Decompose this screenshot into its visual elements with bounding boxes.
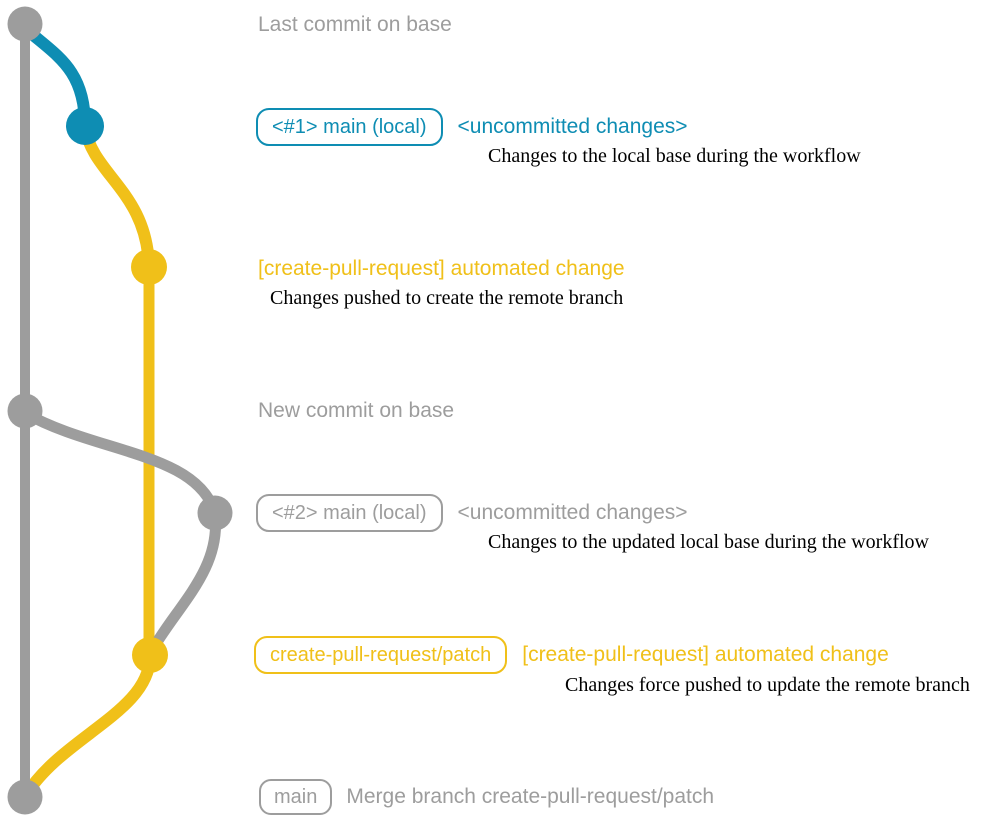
commit-message-uncommitted-2: <uncommitted changes> (457, 501, 688, 524)
description-uncommitted-2: Changes to the updated local base during… (488, 531, 929, 553)
merge-curve (20, 651, 156, 801)
commit-message-automated-1: [create-pull-request] automated change (258, 257, 625, 280)
annotation-uncommitted-1: <#1> main (local) <uncommitted changes> (256, 108, 688, 146)
label-new-commit-on-base: New commit on base (258, 399, 455, 422)
commit-dot-automated-change-1 (131, 249, 167, 285)
branch-badge-patch: create-pull-request/patch (254, 636, 508, 674)
force-push-curve (145, 509, 222, 658)
patch-branch-create-curve (79, 122, 155, 273)
annotation-merge: main Merge branch create-pull-request/pa… (259, 779, 714, 815)
commit-dot-last-base (7, 6, 43, 42)
label-last-commit-on-base: Last commit on base (258, 13, 452, 36)
commit-dot-uncommitted-2 (197, 495, 233, 531)
commit-message-automated-2: [create-pull-request] automated change (522, 643, 889, 666)
annotation-automated-2: create-pull-request/patch [create-pull-r… (254, 636, 889, 674)
uncommitted-changes-curve-2 (19, 407, 221, 519)
description-automated-2: Changes force pushed to update the remot… (565, 674, 970, 696)
annotation-uncommitted-2: <#2> main (local) <uncommitted changes> (256, 494, 688, 532)
branch-badge-main-local-1: <#1> main (local) (256, 108, 443, 146)
commit-dot-uncommitted-1 (66, 107, 104, 145)
commit-dot-automated-change-2 (132, 637, 168, 673)
commit-message-merge: Merge branch create-pull-request/patch (346, 785, 715, 808)
description-automated-1: Changes pushed to create the remote bran… (270, 287, 624, 309)
commit-dot-new-base (7, 393, 43, 429)
commit-dot-merge (7, 779, 43, 815)
branch-badge-main-local-2: <#2> main (local) (256, 494, 443, 532)
commit-message-uncommitted-1: <uncommitted changes> (457, 115, 688, 138)
branch-badge-main: main (259, 779, 333, 815)
description-uncommitted-1: Changes to the local base during the wor… (488, 145, 861, 167)
